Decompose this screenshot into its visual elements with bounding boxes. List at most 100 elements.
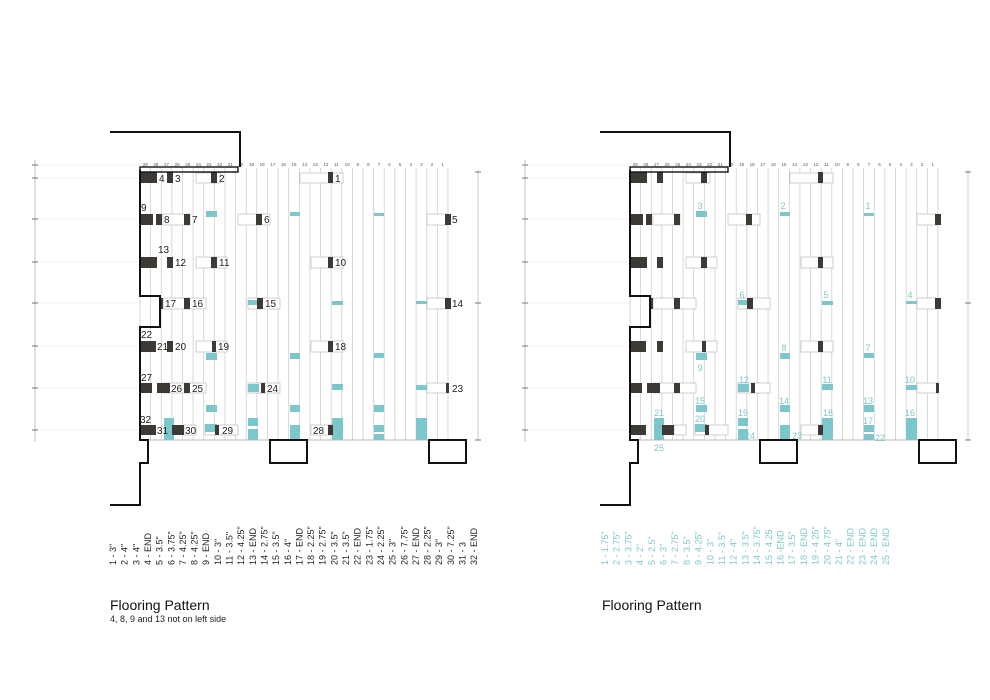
right-title: Flooring Pattern [602,597,702,613]
left-cut-list-item: 22 - END [353,527,363,565]
right-dark-board-mark [674,214,680,225]
left-marker-label: 16 [192,299,204,310]
right-column-header: 5 [889,162,892,167]
right-dark-board-mark [818,341,823,352]
right-column-header: 11 [824,162,829,167]
left-marker-label: 24 [267,384,279,395]
left-column-header: 28 [153,162,159,167]
left-marker-label: 5 [452,215,458,226]
left-cut-list-item: 21 - 3.5" [341,531,351,565]
left-cut-list-item: 10 - 3" [213,539,223,565]
right-dark-board-mark [630,383,642,393]
left-column-header: 23 [207,162,213,167]
left-cut-list-item: 6 - 3.75" [166,531,176,565]
right-cut-list-item: 22 - END [846,527,856,565]
right-cyan-board-mark [696,211,707,217]
left-column-header: 26 [175,162,181,167]
right-marker-label: 12 [739,375,749,385]
left-title: Flooring Pattern [110,597,210,613]
left-marker-label: 32 [140,415,152,426]
left-cyan-board-mark [374,353,384,358]
left-column-header: 9 [356,162,359,167]
left-marker-label: 17 [165,299,177,310]
left-column-header: 15 [291,162,297,167]
right-marker-label: 13 [863,396,873,406]
left-dark-board-mark [160,298,163,309]
left-marker-label: 10 [335,258,347,269]
right-board-piece [789,172,834,184]
left-column-header: 8 [367,162,370,167]
right-column-header: 3 [910,162,913,167]
right-cyan-board-mark [738,300,749,305]
right-cyan-board-mark [906,301,917,304]
left-column-box [269,439,308,464]
right-cut-list-item: 23 - END [857,527,867,565]
left-marker-label: 15 [265,299,277,310]
right-dark-board-mark [935,214,941,225]
right-column-header: 10 [835,162,841,167]
right-cyan-board-mark [780,353,790,359]
right-dark-board-mark [818,257,823,268]
right-cut-list-item: 6 - 3" [659,544,669,565]
right-column-header: 29 [633,162,639,167]
right-marker-label: 24 [745,431,755,441]
left-marker-label: 22 [141,330,153,341]
right-cyan-board-mark [864,405,874,412]
right-marker-label: 3 [697,201,702,211]
right-dark-board-mark [747,298,753,309]
right-marker-label: 10 [905,375,915,385]
right-marker-label: 18 [823,408,833,418]
right-column-header: 27 [654,162,660,167]
left-marker-label: 7 [192,215,198,226]
left-cut-list-item: 9 - END [201,532,211,565]
left-dark-board-mark [184,383,190,393]
left-dark-board-mark [140,172,157,183]
left-column-header: 13 [313,162,319,167]
right-cyan-board-mark [822,301,833,305]
left-cut-list-item: 4 - END [143,532,153,565]
left-column-header: 19 [249,162,255,167]
left-cyan-board-mark [416,301,427,304]
left-marker-label: 21 [157,342,169,353]
right-cut-list-item: 19 - 4.25" [811,526,821,565]
right-column-header: 12 [813,162,819,167]
right-dark-board-mark [818,172,823,183]
left-dark-board-mark [211,172,217,183]
left-cut-list-item: 20 - 3.5" [329,531,339,565]
left-cut-list-item: 32 - END [469,527,479,565]
right-dark-board-mark [630,214,643,225]
left-cyan-board-mark [290,405,300,412]
left-cyan-board-mark [332,301,343,305]
left-cut-list-item: 2 - 4" [120,544,130,565]
right-cut-list-item: 14 - 3.75" [752,526,762,565]
left-marker-label: 2 [219,174,225,185]
right-cut-list-item: 25 - END [881,527,891,565]
left-column-header: 22 [217,162,223,167]
left-cut-list-item: 19 - 2.75" [318,526,328,565]
right-cut-list-item: 12 - 4" [729,539,739,565]
right-board-piece [685,340,718,353]
right-cyan-board-mark [864,213,874,216]
left-column-header: 25 [185,162,191,167]
right-cyan-board-mark [738,418,748,426]
right-dark-board-mark [674,298,680,309]
right-marker-label: 25 [654,443,664,453]
right-marker-label: 22 [875,433,885,443]
right-dark-board-mark [630,257,647,268]
left-board-piece [310,256,344,269]
right-column-header: 20 [728,162,734,167]
right-dark-board-mark [818,425,823,435]
left-dark-board-mark [172,425,184,435]
left-top-frame [139,166,239,173]
right-dark-board-mark [640,341,646,352]
right-column-header: 19 [739,162,745,167]
left-marker-label: 25 [192,384,204,395]
left-cyan-board-mark [332,384,343,390]
right-column-header: 13 [803,162,809,167]
right-column-header: 25 [675,162,681,167]
right-cut-list-item: 11 - 3.5" [717,532,727,565]
right-column-box [918,439,957,464]
right-column-header: 23 [697,162,703,167]
right-dark-board-mark [701,172,707,183]
left-board-piece [426,213,449,226]
